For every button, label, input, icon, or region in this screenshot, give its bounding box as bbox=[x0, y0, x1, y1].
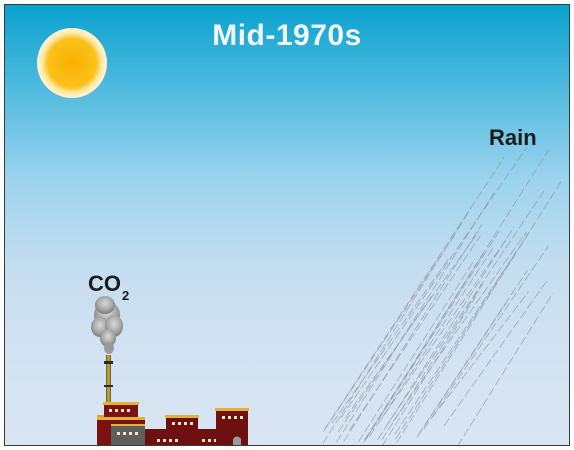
rain-streak bbox=[340, 147, 527, 419]
rain-streak bbox=[443, 280, 548, 427]
rain-streak bbox=[363, 250, 486, 443]
co2-label-main: CO bbox=[88, 271, 121, 296]
rain-streak bbox=[457, 292, 554, 445]
rain-streak bbox=[323, 231, 458, 432]
rain-streak bbox=[364, 149, 550, 440]
diagram-frame: Mid-1970s Rain CO2 bbox=[4, 4, 570, 446]
rain-streak bbox=[349, 235, 481, 431]
rain-label: Rain bbox=[489, 125, 537, 150]
rain-streak bbox=[331, 258, 449, 424]
rain-streak bbox=[377, 238, 507, 425]
rain-streak bbox=[396, 180, 562, 444]
rain-streak bbox=[369, 247, 494, 437]
rain-icon bbox=[322, 147, 562, 445]
co2-label-subscript: 2 bbox=[122, 288, 130, 303]
rain-streak bbox=[432, 291, 529, 418]
rain-streak bbox=[417, 270, 528, 436]
smoke-icon bbox=[91, 296, 123, 354]
rain-streak bbox=[394, 251, 517, 435]
rain-streak bbox=[358, 259, 476, 443]
rain-streak bbox=[423, 245, 549, 430]
sun-icon bbox=[37, 28, 107, 98]
rain-streak bbox=[385, 191, 545, 428]
rain-streak bbox=[392, 232, 527, 423]
rain-streak bbox=[395, 232, 530, 440]
co2-label: CO2 bbox=[88, 271, 129, 303]
rain-streak bbox=[381, 283, 483, 441]
rain-streak bbox=[365, 231, 500, 441]
diagram-title: Mid-1970s bbox=[212, 19, 362, 52]
scene-illustration bbox=[37, 28, 562, 445]
rain-streak bbox=[344, 231, 479, 419]
rain-streak bbox=[336, 192, 495, 443]
rain-streak bbox=[324, 157, 505, 430]
rain-streak bbox=[343, 224, 483, 442]
rain-streak bbox=[416, 302, 507, 438]
rain-streak bbox=[377, 226, 515, 441]
factory-icon bbox=[97, 355, 249, 445]
